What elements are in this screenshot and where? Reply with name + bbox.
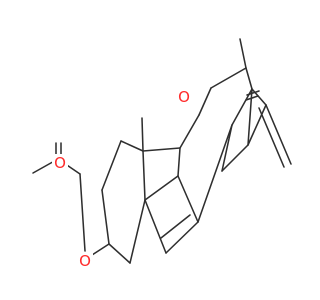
ester-oxygen-label-bg	[77, 252, 93, 270]
exocyclic-double-bond-1	[265, 104, 292, 165]
ester-oxygen-to-c3	[91, 243, 110, 256]
ring-b-bond-1	[144, 175, 179, 201]
ring-a-bond-1	[101, 189, 110, 245]
ring-c-bond-1	[179, 114, 200, 149]
ring-c-bond-6	[197, 124, 233, 223]
ring-a-bond-4	[142, 150, 146, 201]
ketone-oxygen-label-bg	[176, 88, 192, 106]
ketone-oxygen-label: O	[178, 88, 190, 106]
ring-a-bond-6	[108, 243, 131, 264]
ring-b-double-bond	[160, 214, 191, 239]
carbonyl-oxygen-label: O	[54, 154, 66, 172]
ring-b-bond-3	[142, 147, 181, 152]
ring-a-bond-2	[101, 140, 122, 191]
ring-c-bond-3	[210, 67, 247, 89]
ring-d-bond-5	[247, 104, 267, 146]
structure-diagram: O O O	[32, 38, 292, 270]
ring-b-bond-2	[177, 147, 181, 177]
ring-d-bond-2	[221, 144, 249, 172]
ring-b-bond-5	[165, 221, 199, 254]
ketone-double-bond-2	[245, 95, 259, 101]
bond-layer	[32, 38, 292, 264]
ring-d-bond-3	[221, 124, 233, 172]
ring-c-bond-4	[245, 67, 253, 90]
ring-c-bond-2	[198, 87, 212, 116]
ester-oxygen-bond	[79, 173, 86, 252]
ring-d-bond-4	[251, 88, 267, 106]
ester-oxygen-label: O	[79, 252, 91, 270]
atom-label-layer: O O O	[52, 88, 192, 270]
methyl-c10-bond	[141, 117, 144, 152]
ring-a-bond-3	[120, 140, 144, 152]
carbonyl-oxygen-label-bg	[52, 154, 68, 172]
methyl-c13-bond	[239, 38, 247, 69]
ketone-double-bond-1	[246, 90, 260, 96]
ring-b-bond-6	[177, 175, 199, 223]
ring-b-bond-4	[144, 199, 167, 254]
ring-a-bond-5	[129, 199, 146, 264]
exocyclic-double-bond-2	[258, 107, 285, 168]
